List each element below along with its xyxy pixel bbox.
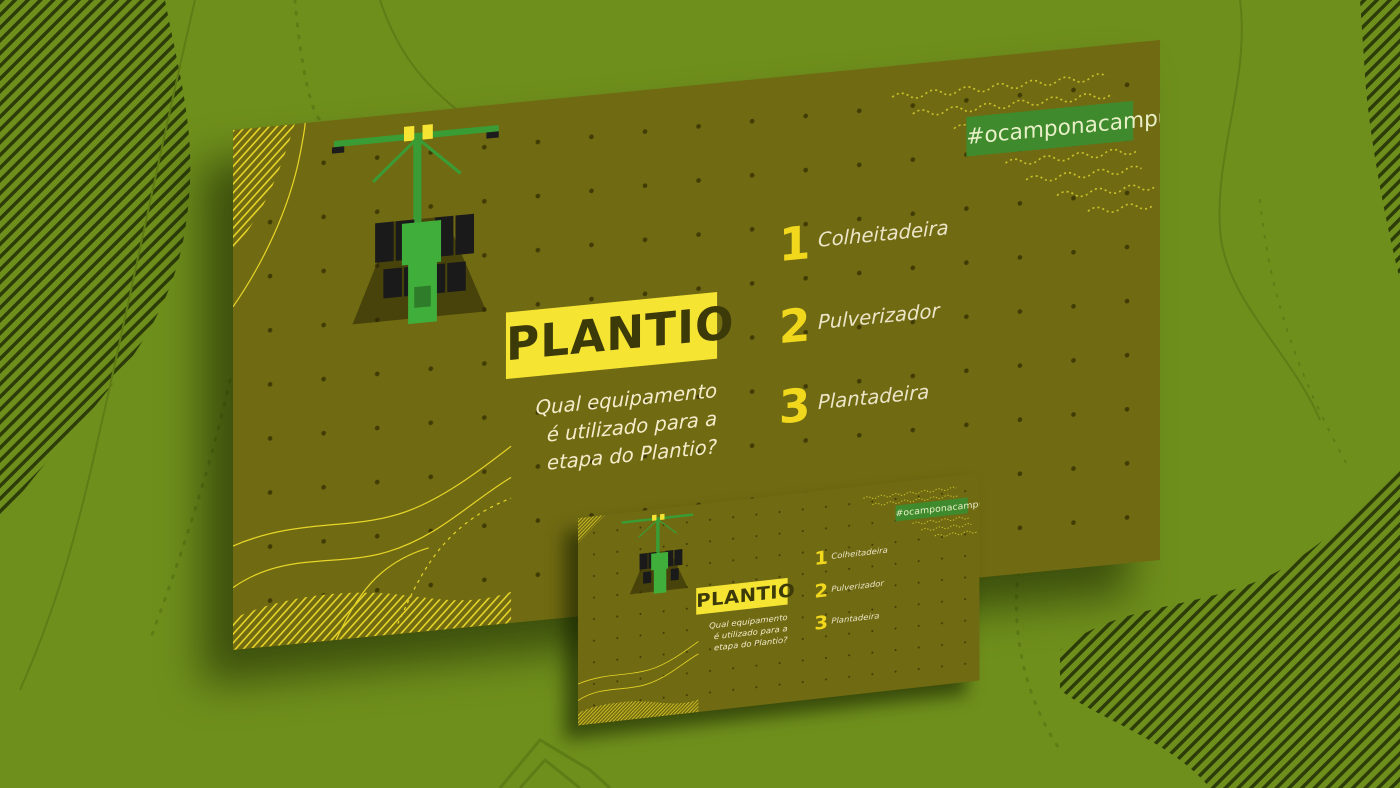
- tractor-planter-icon: [621, 513, 694, 595]
- option-number: 3: [778, 378, 811, 435]
- slide-decoration: [578, 486, 978, 726]
- option-number: 1: [778, 216, 811, 273]
- option-number: 2: [778, 298, 811, 355]
- small-slide: #ocamponacampus PLANTIO Qual equipamento…: [578, 473, 980, 726]
- option-number: 1: [814, 546, 829, 570]
- option-number: 2: [814, 579, 829, 603]
- option-number: 3: [814, 611, 829, 635]
- large-slide: #ocamponacampus PLANTIO Qual equipamento…: [233, 40, 1160, 650]
- tractor-planter-icon: [331, 124, 499, 325]
